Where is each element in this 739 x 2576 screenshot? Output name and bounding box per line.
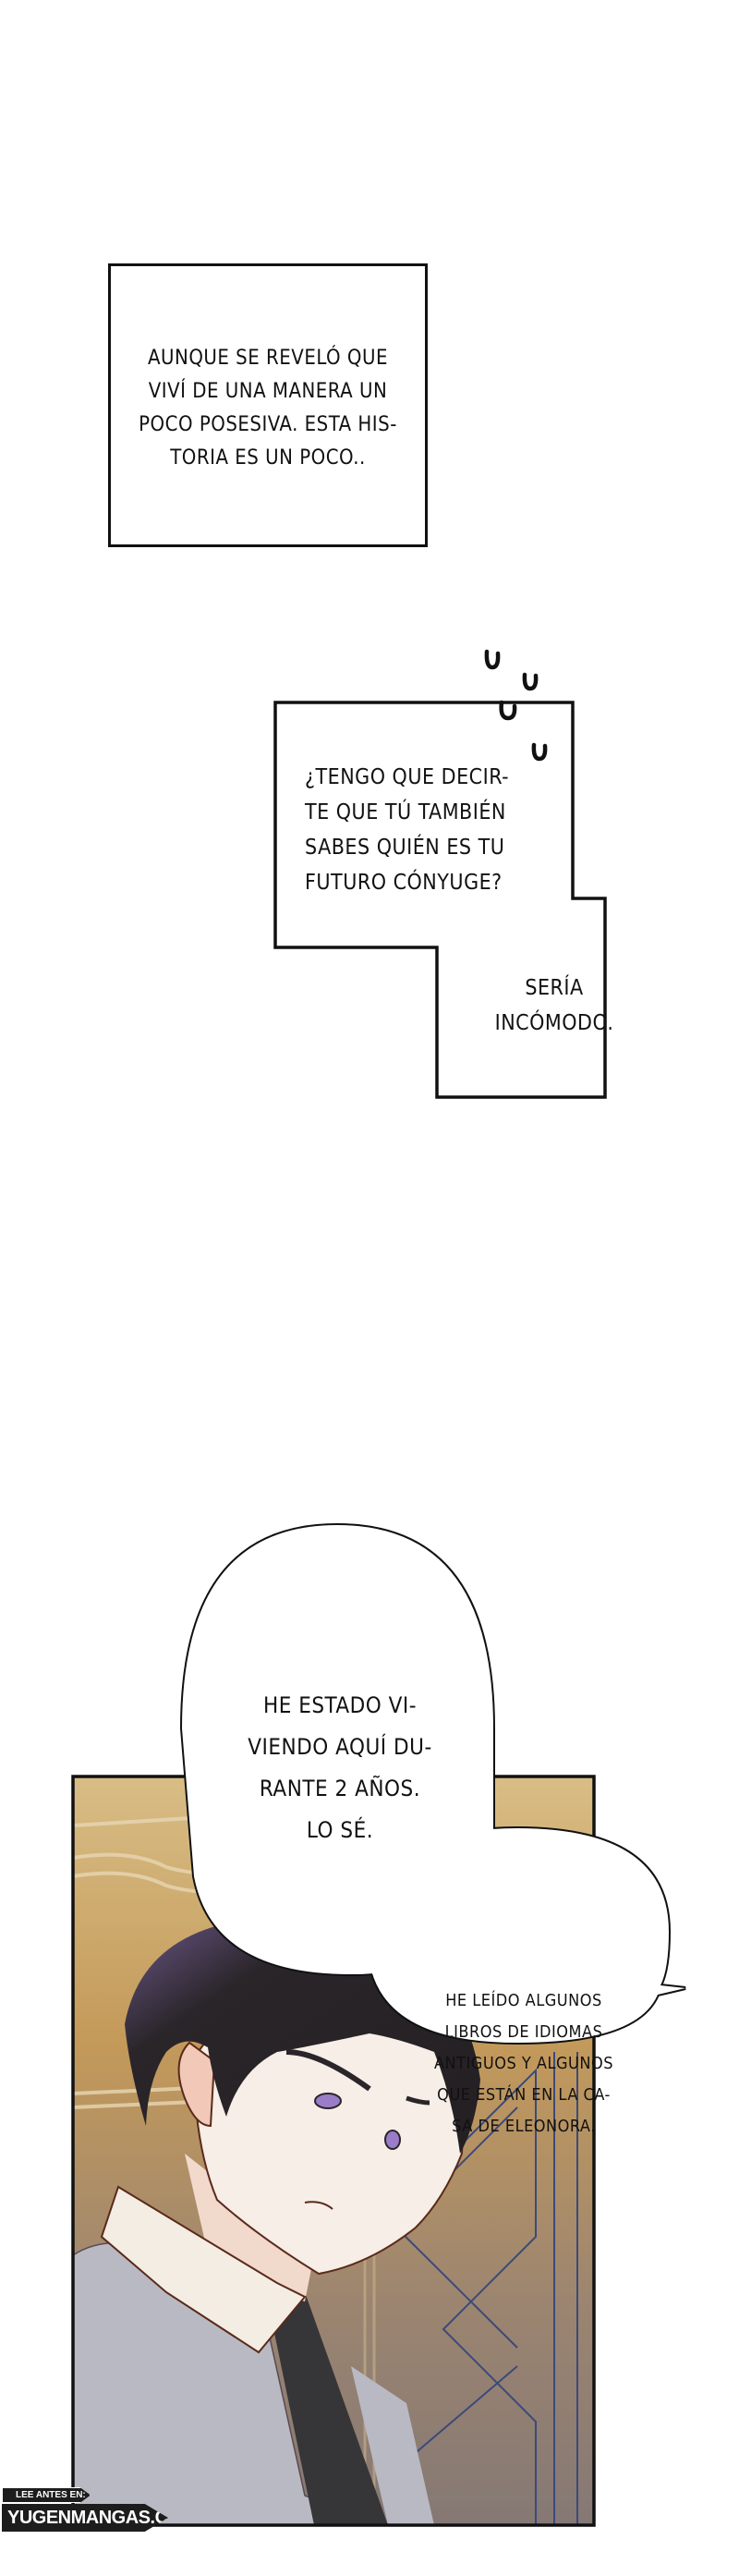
text-line: QUE ESTÁN EN LA CA- xyxy=(437,2085,611,2105)
narration-text-2-question: ¿TENGO QUE DECIR- TE QUE TÚ TAMBIÉN SABE… xyxy=(305,760,554,900)
text-line: TORIA ES UN POCO.. xyxy=(170,446,366,470)
narration-text-1: AUNQUE SE REVELÓ QUE VIVÍ DE UNA MANERA … xyxy=(111,342,425,475)
text-line: TE QUE TÚ TAMBIÉN xyxy=(305,800,506,824)
ear xyxy=(177,2041,216,2128)
watermark-label: LEE ANTES EN: xyxy=(2,2487,91,2503)
speech-bubbles xyxy=(179,1522,686,2045)
text-line: ANTIGUOS Y ALGUNOS xyxy=(433,2054,614,2073)
text-line: FUTURO CÓNYUGE? xyxy=(305,871,503,895)
text-line: VIVÍ DE UNA MANERA UN xyxy=(148,380,388,403)
eyebrow xyxy=(285,2049,371,2092)
tie xyxy=(268,2292,388,2525)
text-line: SERÍA xyxy=(525,976,584,1000)
speech-bubble-2-text: HE LEÍDO ALGUNOS LIBROS DE IDIOMAS ANTIG… xyxy=(399,1985,648,2143)
text-line: ¿TENGO QUE DECIR- xyxy=(305,765,510,789)
text-line: AUNQUE SE REVELÓ QUE xyxy=(147,347,388,370)
shirt-collar xyxy=(100,2185,307,2354)
text-line: LO SÉ. xyxy=(306,1817,374,1843)
text-line: HE ESTADO VI- xyxy=(262,1692,418,1718)
door-panel xyxy=(386,2052,578,2525)
narration-box-1: AUNQUE SE REVELÓ QUE VIVÍ DE UNA MANERA … xyxy=(108,263,428,547)
eyebrow xyxy=(406,2095,430,2106)
text-line: POCO POSESIVA. ESTA HIS- xyxy=(139,413,397,436)
speech-bubble-1-text: HE ESTADO VI- VIENDO AQUÍ DU- RANTE 2 AÑ… xyxy=(220,1685,460,1851)
text-line: RANTE 2 AÑOS. xyxy=(259,1776,421,1801)
eye-icon xyxy=(384,2130,401,2150)
watermark-site-link[interactable]: YUGENMANGAS.COM xyxy=(2,2504,168,2532)
text-line: INCÓMODO. xyxy=(494,1011,614,1035)
eye-icon xyxy=(314,2093,342,2109)
mouth xyxy=(304,2201,333,2210)
narration-text-2-answer: SERÍA INCÓMODO. xyxy=(490,971,619,1041)
text-line: SA DE ELEONORA. xyxy=(452,2117,596,2136)
text-line: LIBROS DE IDIOMAS xyxy=(444,2022,603,2042)
text-line: HE LEÍDO ALGUNOS xyxy=(445,1991,602,2010)
text-line: SABES QUIÉN ES TU xyxy=(305,836,505,860)
vest-right xyxy=(351,2366,434,2525)
text-line: VIENDO AQUÍ DU- xyxy=(248,1734,432,1760)
